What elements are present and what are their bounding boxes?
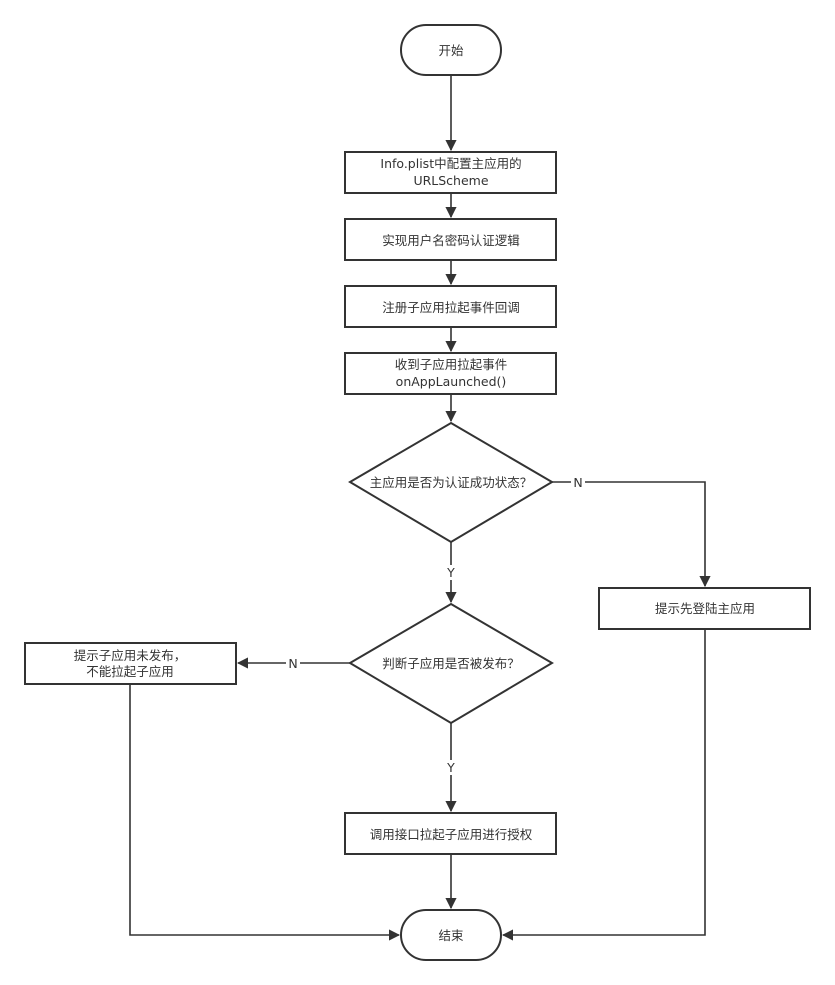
receive-process-box bbox=[344, 352, 557, 395]
auth-logic-process-box bbox=[344, 218, 557, 261]
edge-label-published-yes: Y bbox=[446, 760, 455, 775]
end-label: 结束 bbox=[438, 928, 464, 943]
register-label: 注册子应用拉起事件回调 bbox=[382, 300, 520, 315]
decision-auth-label: 主应用是否为认证成功状态？ bbox=[370, 475, 533, 490]
register-process-box bbox=[344, 285, 557, 328]
decision-auth-diamond bbox=[348, 421, 554, 544]
edge-label-published-no: N bbox=[288, 656, 297, 671]
invoke-process-box bbox=[344, 812, 557, 855]
start-terminal bbox=[400, 24, 502, 76]
decision-published-diamond bbox=[348, 602, 554, 725]
receive-label-line2: onAppLaunched() bbox=[396, 374, 507, 389]
hint-unpublished-label-line1: 提示子应用未发布， bbox=[74, 648, 187, 663]
edge-login-to-end bbox=[501, 629, 706, 941]
config-process-box bbox=[344, 151, 557, 194]
invoke-label: 调用接口拉起子应用进行授权 bbox=[370, 827, 533, 842]
end-terminal bbox=[400, 909, 502, 961]
hint-login-box bbox=[598, 587, 811, 630]
start-label: 开始 bbox=[438, 43, 464, 58]
label-bg-published-no bbox=[286, 656, 300, 671]
hint-unpublished-box bbox=[24, 642, 237, 685]
auth-logic-label: 实现用户名密码认证逻辑 bbox=[382, 233, 520, 248]
hint-login-label: 提示先登陆主应用 bbox=[655, 601, 755, 616]
config-label-line2: URLScheme bbox=[413, 173, 488, 188]
edge-unpublished-to-end bbox=[129, 684, 401, 941]
receive-label-line1: 收到子应用拉起事件 bbox=[395, 357, 508, 372]
label-bg-auth-no bbox=[571, 475, 585, 490]
hint-unpublished-label-line2: 不能拉起子应用 bbox=[86, 664, 174, 679]
label-bg-auth-yes bbox=[444, 565, 458, 580]
config-label-line1: Info.plist中配置主应用的 bbox=[380, 156, 521, 171]
edge-decision-auth-no bbox=[552, 481, 711, 588]
decision-published-label: 判断子应用是否被发布？ bbox=[382, 656, 520, 671]
edge-label-auth-yes: Y bbox=[446, 565, 455, 580]
label-bg-published-yes bbox=[444, 760, 458, 775]
edge-label-auth-no: N bbox=[573, 475, 582, 490]
